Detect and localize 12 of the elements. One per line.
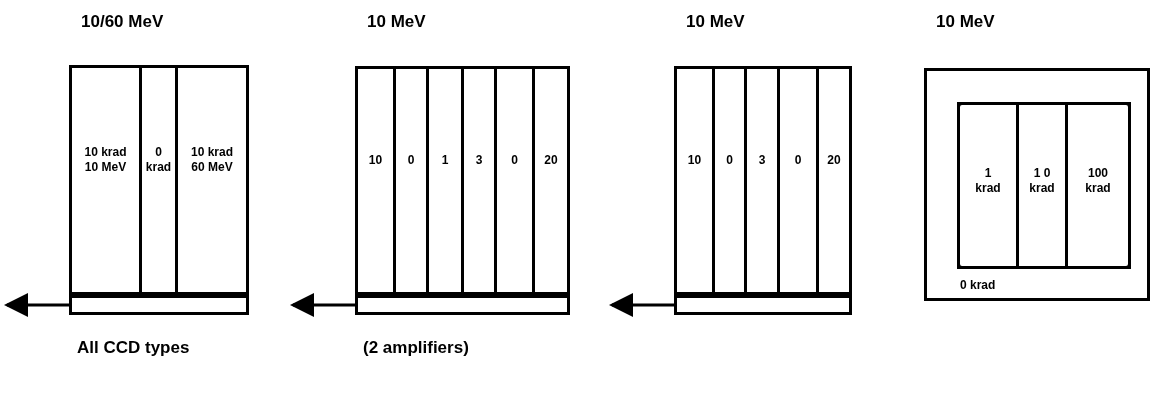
arrow — [4, 293, 69, 317]
energy-heading: 10 MeV — [936, 12, 995, 32]
sensor-caption: All CCD types — [77, 338, 191, 358]
energy-heading: 10 MeV — [367, 12, 426, 32]
sensor-outline — [924, 68, 1150, 301]
dose-text: 0 krad — [960, 278, 996, 292]
energy-heading: 10 MeV — [686, 12, 745, 32]
energy-heading: 10/60 MeV — [81, 12, 164, 32]
arrow — [290, 293, 355, 317]
sensor-caption: (2 amplifiers) — [363, 338, 470, 358]
arrow — [609, 293, 674, 317]
sensor-area — [957, 102, 1131, 269]
